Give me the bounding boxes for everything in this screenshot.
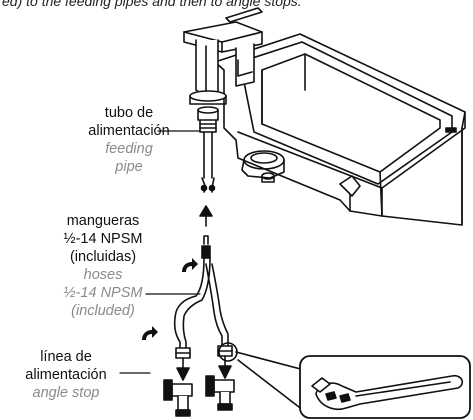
angle-stop-label-en: angle stop [32,385,100,401]
hoses-label-en-2: ½-14 NPSM [63,285,143,301]
angle-stop-label-es-2: alimentación [25,367,107,383]
angle-stop-valve-icon [163,375,235,417]
hoses-label-es-3: (incluidas) [69,249,137,265]
angle-stop-label: línea de alimentación angle stop [4,348,128,402]
sink-basin-illustration [214,33,466,226]
instruction-caption: ed) to the feeding pipes and then to ang… [2,0,302,9]
leader-lines [119,130,201,374]
hoses-label-es-1: mangueras [66,213,140,229]
feeding-pipe-label-es-2: alimentación [88,123,170,139]
hose-illustration [173,205,233,381]
hoses-label-en-1: hoses [83,267,123,283]
feeding-pipe-label-es-1: tubo de [104,105,154,121]
wrench-icon [311,374,464,410]
hoses-label-es-2: ½-14 NPSM [63,231,143,247]
hoses-label: mangueras ½-14 NPSM (incluidas) hoses ½-… [40,212,166,320]
feeding-pipe-label-en-2: pipe [115,159,143,175]
hoses-label-en-3: (included) [71,303,135,319]
rotation-arrow-icon [142,258,198,340]
feeding-pipe-label-en-1: feeding [105,141,153,157]
feeding-pipe-label: tubo de alimentación feeding pipe [70,104,188,176]
angle-stop-label-es-1: línea de [40,349,92,365]
faucet-illustration [183,7,263,193]
